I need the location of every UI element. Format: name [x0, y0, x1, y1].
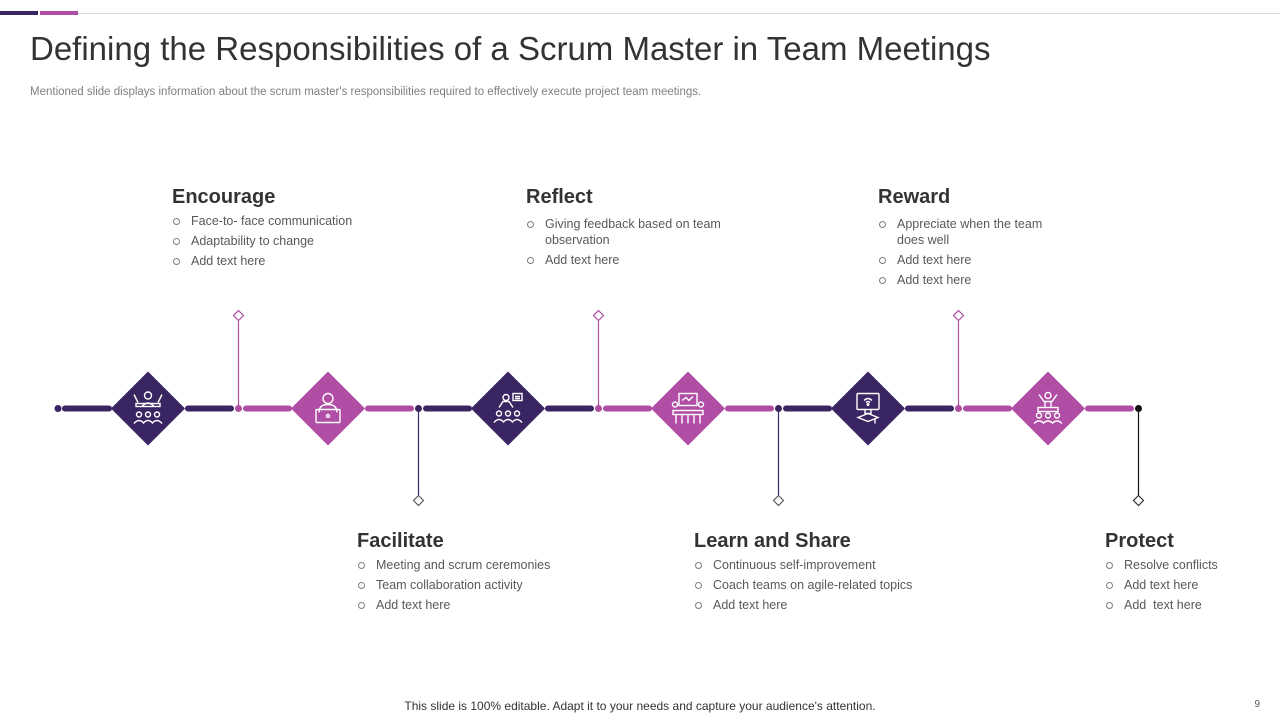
page-subtitle: Mentioned slide displays information abo…: [30, 86, 702, 98]
connector-diamond: [412, 494, 425, 507]
junction-dot: [54, 405, 62, 412]
list-item: Resolve conflicts: [1105, 557, 1270, 573]
block-title: Reward: [878, 186, 951, 208]
block-list: Appreciate when the team does well Add t…: [878, 216, 1068, 288]
accent-bar-dark: [0, 11, 38, 15]
list-item: Coach teams on agile-related topics: [694, 577, 954, 593]
list-item: Add text here: [1105, 577, 1270, 593]
junction-dot: [595, 405, 602, 412]
whiteboard-meeting-icon: [651, 371, 725, 446]
connector-diamond: [1132, 494, 1145, 507]
page-number: 9: [1254, 699, 1260, 710]
list-item: Add text here: [694, 597, 954, 613]
list-item: Continuous self-improvement: [694, 557, 954, 573]
connector-diamond: [232, 309, 245, 322]
block-reflect: Reflect Giving feedback based on team ob…: [526, 186, 726, 272]
team-reward-icon: [1011, 371, 1085, 446]
audience-presentation-icon: [471, 371, 545, 446]
junction-dot: [235, 405, 242, 412]
block-list: Resolve conflicts Add text here Add text…: [1105, 557, 1270, 613]
laptop-user-icon: [291, 371, 365, 446]
block-list: Meeting and scrum ceremonies Team collab…: [357, 557, 597, 613]
block-learn-and-share: Learn and Share Continuous self-improvem…: [694, 530, 954, 617]
team-leader-icon: [111, 371, 185, 446]
block-list: Continuous self-improvement Coach teams …: [694, 557, 954, 613]
block-list: Giving feedback based on team observatio…: [526, 216, 726, 268]
junction-dot: [415, 405, 422, 412]
connector-diamond: [592, 309, 605, 322]
footer-note: This slide is 100% editable. Adapt it to…: [404, 699, 876, 713]
block-list: Face-to- face communication Adaptability…: [172, 213, 402, 269]
connector-diamond: [952, 309, 965, 322]
accent-bar-pink: [40, 11, 78, 15]
list-item: Adaptability to change: [172, 233, 402, 249]
junction-dot: [955, 405, 962, 412]
page-title: Defining the Responsibilities of a Scrum…: [30, 30, 991, 67]
list-item: Add text here: [172, 253, 402, 269]
block-reward: Reward Appreciate when the team does wel…: [878, 186, 1068, 292]
online-learning-icon: [831, 371, 905, 446]
block-title: Facilitate: [357, 530, 444, 552]
list-item: Add text here: [878, 272, 1068, 288]
junction-dot: [1135, 405, 1142, 412]
list-item: Add text here: [357, 597, 597, 613]
block-title: Reflect: [526, 186, 593, 208]
list-item: Team collaboration activity: [357, 577, 597, 593]
block-facilitate: Facilitate Meeting and scrum ceremonies …: [357, 530, 597, 617]
junction-dot: [775, 405, 782, 412]
list-item: Add text here: [1105, 597, 1270, 613]
timeline-dots: [54, 405, 1142, 412]
block-title: Protect: [1105, 530, 1174, 552]
block-title: Learn and Share: [694, 530, 851, 552]
list-item: Appreciate when the team does well: [878, 216, 1068, 248]
list-item: Meeting and scrum ceremonies: [357, 557, 597, 573]
list-item: Add text here: [878, 252, 1068, 268]
block-title: Encourage: [172, 186, 276, 208]
connector-diamond: [772, 494, 785, 507]
list-item: Giving feedback based on team observatio…: [526, 216, 726, 248]
header-divider: [78, 13, 1280, 14]
block-protect: Protect Resolve conflicts Add text here …: [1105, 530, 1270, 617]
list-item: Face-to- face communication: [172, 213, 402, 229]
list-item: Add text here: [526, 252, 726, 268]
block-encourage: Encourage Face-to- face communication Ad…: [172, 186, 402, 273]
timeline-connectors: [232, 309, 1145, 507]
